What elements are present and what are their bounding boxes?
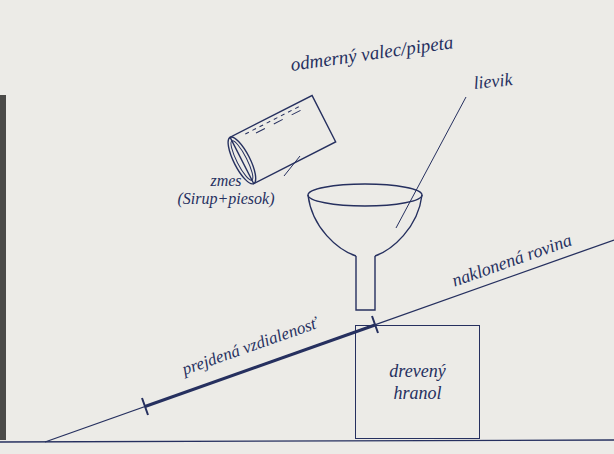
block-label: drevený hranol [378, 360, 458, 405]
distance-tick [142, 398, 148, 415]
sketch-label: prejdená vzdialenosť [180, 314, 320, 379]
block-box: drevený hranol [355, 325, 480, 439]
sketch-label: odmerný valec/pipeta [289, 32, 454, 76]
sketch-label: naklonená rovina [449, 231, 574, 292]
funnel-rim [308, 184, 422, 206]
funnel [308, 184, 422, 310]
photo-edge [0, 95, 6, 440]
sketch-label: lievik [473, 70, 514, 94]
sketch-label: zmes (Sirup+piesok) [168, 172, 284, 207]
ground-line [0, 440, 614, 442]
funnel-cone [308, 195, 422, 256]
inclined-plane-line [45, 240, 614, 442]
leader-line [284, 156, 300, 176]
cylinder-body [230, 95, 336, 183]
funnel-stem [356, 256, 375, 310]
cylinder-scale [245, 107, 300, 138]
leader-line [396, 97, 466, 228]
